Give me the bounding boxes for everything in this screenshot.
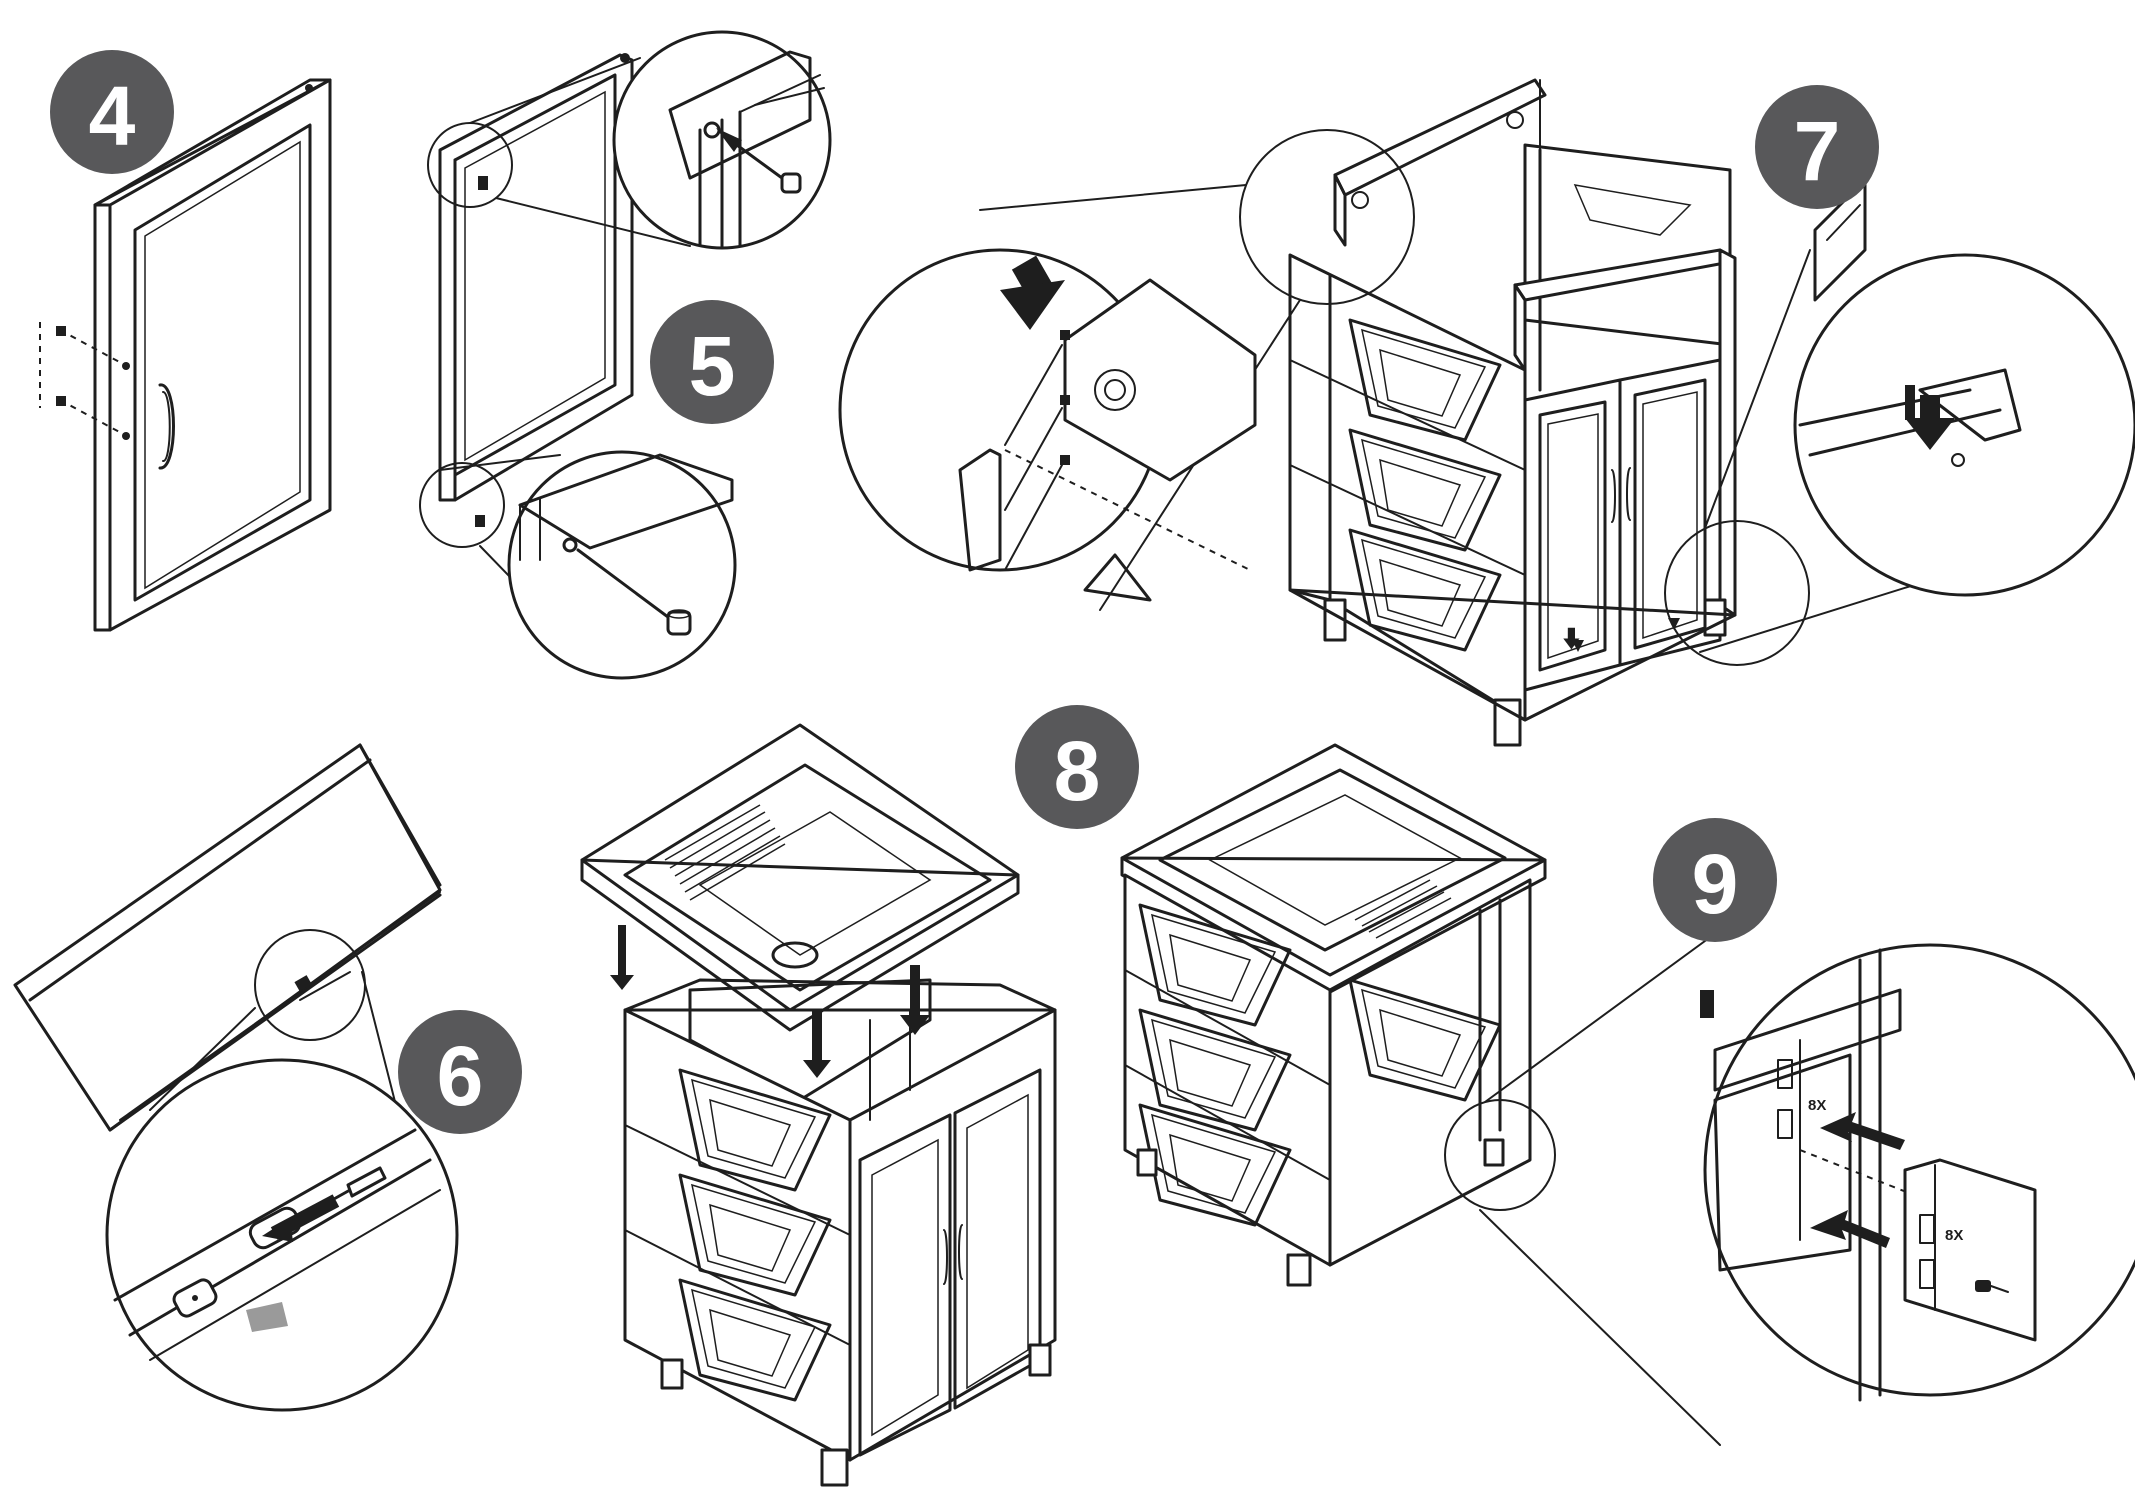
step-badge-8: 8 <box>1015 705 1139 829</box>
arrow-down-icon <box>1905 395 1955 450</box>
screw-icon <box>56 326 66 406</box>
step-badge-7: 7 <box>1755 85 1879 209</box>
screw-icon <box>1975 1280 2009 1293</box>
arrow-down-icon <box>1000 255 1065 330</box>
quantity-label-lower: 8X <box>1945 1227 1963 1244</box>
step-badge-5: 5 <box>650 300 774 424</box>
step-number-6: 6 <box>437 1029 484 1123</box>
step-badge-6: 6 <box>398 1010 522 1134</box>
arrow-down-icon <box>610 925 930 1078</box>
step-9-side-trim: 8X 8X <box>1120 743 2135 1446</box>
step-badge-9: 9 <box>1653 818 1777 942</box>
step-number-4: 4 <box>89 69 136 163</box>
step-number-8: 8 <box>1054 724 1101 818</box>
step-5-hinge-pins <box>419 30 832 680</box>
step-number-5: 5 <box>689 319 736 413</box>
quantity-label-upper: 8X <box>1808 1097 1826 1114</box>
arrow-left-icon <box>1820 1112 1905 1150</box>
step-8-sink-install <box>580 723 1057 1487</box>
step-badge-4: 4 <box>50 50 174 174</box>
step-6-panel-latch <box>13 743 459 1412</box>
step-7-top-rail <box>838 78 2135 747</box>
step-4-door-handle <box>39 78 332 632</box>
step-number-9: 9 <box>1692 837 1739 931</box>
arrow-left-icon <box>1810 1210 1890 1248</box>
step-number-7: 7 <box>1794 104 1841 198</box>
